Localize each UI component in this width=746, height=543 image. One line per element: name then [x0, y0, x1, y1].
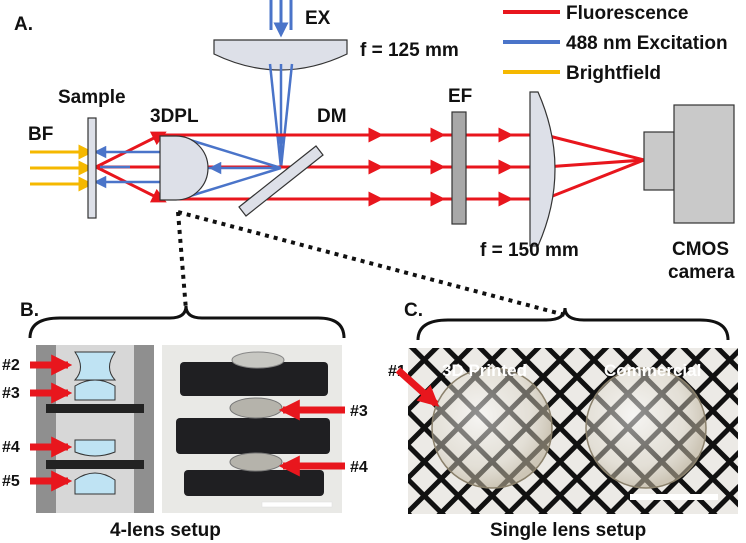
scale-bar	[630, 494, 718, 500]
panel-b: B. #2 #3 #4 #5	[2, 300, 368, 541]
stack-spacer	[46, 460, 144, 469]
tube-lens-150	[529, 91, 556, 247]
cmos-label-line1: CMOS	[672, 239, 729, 260]
camera-body	[673, 104, 735, 224]
panel-c-caption: Single lens setup	[490, 520, 646, 541]
camera-sensor-block	[643, 131, 675, 191]
excitation-input: EX	[269, 0, 331, 38]
legend-fluorescence-label: Fluorescence	[566, 3, 689, 24]
ef-label: EF	[448, 86, 472, 107]
focusing-lens-125	[213, 39, 348, 71]
lens-photo	[229, 397, 283, 419]
panel-b-label: B.	[20, 300, 39, 321]
stack-spacer	[46, 404, 144, 413]
excitation-cone	[268, 63, 294, 169]
cmos-label-line2: camera	[668, 262, 735, 283]
single-lens-photo: 3D Printed Commercial	[408, 348, 738, 514]
panel-c: C. 3D Printed Commercial #1 Single lens …	[388, 300, 738, 541]
four-lens-photo	[162, 345, 342, 513]
legend-excitation-label: 488 nm Excitation	[566, 33, 728, 54]
excitation-ray	[279, 63, 294, 169]
marker-4-label: #4	[2, 439, 20, 456]
printed-label: 3D Printed	[442, 361, 527, 380]
f150-label: f = 150 mm	[480, 240, 579, 261]
emission-filter	[451, 111, 467, 225]
bf-label: BF	[28, 124, 53, 145]
lens-photo	[229, 452, 283, 472]
marker-5-label: #5	[2, 473, 20, 490]
marker-3-label: #3	[2, 385, 20, 402]
scale-bar	[261, 501, 333, 508]
holder-block-bottom	[184, 470, 324, 496]
lens-4-shape	[74, 439, 116, 457]
fluor-ray	[544, 158, 645, 169]
holder-block-middle	[176, 418, 330, 454]
panel-b-caption: 4-lens setup	[110, 520, 221, 541]
photo-marker-3-label: #3	[350, 403, 368, 420]
fluor-ray	[544, 133, 645, 162]
brace-b	[28, 305, 346, 339]
3dpl-label: 3DPL	[150, 106, 199, 127]
holder-block-top	[180, 362, 328, 396]
marker-1-arrow	[395, 367, 440, 407]
panel-c-label: C.	[404, 300, 423, 321]
f125-label: f = 125 mm	[360, 40, 459, 61]
3dpl-lens	[159, 135, 209, 201]
panel-a-label: A.	[14, 14, 33, 35]
excitation-ray	[189, 166, 282, 198]
dm-label: DM	[317, 106, 347, 127]
lens-stack-schematic	[36, 345, 154, 513]
zoom-line-c	[177, 210, 566, 317]
ex-label: EX	[305, 8, 331, 29]
photo-marker-4-label: #4	[350, 459, 368, 476]
excitation-ray	[268, 63, 283, 169]
lens-2-shape	[73, 351, 117, 381]
brightfield-rays	[30, 144, 94, 192]
lens-3-shape	[74, 379, 116, 401]
lens-5-shape	[74, 472, 116, 495]
legend-brightfield-label: Brightfield	[566, 63, 661, 84]
marker-2-label: #2	[2, 357, 20, 374]
panel-a: A. Fluorescence 488 nm Excitation Bright…	[14, 0, 735, 317]
sample-label: Sample	[58, 87, 126, 108]
fluor-ray	[544, 158, 645, 201]
lens-photo	[231, 351, 285, 369]
dichroic-mirror	[238, 145, 324, 217]
sample-slide	[87, 117, 97, 219]
commercial-lens	[585, 367, 707, 489]
brace-c	[416, 307, 730, 341]
zoom-line-b	[176, 211, 188, 311]
legend: Fluorescence 488 nm Excitation Brightfie…	[503, 3, 728, 84]
excitation-ray	[189, 138, 282, 170]
printed-lens	[431, 367, 553, 489]
commercial-label: Commercial	[604, 361, 701, 380]
